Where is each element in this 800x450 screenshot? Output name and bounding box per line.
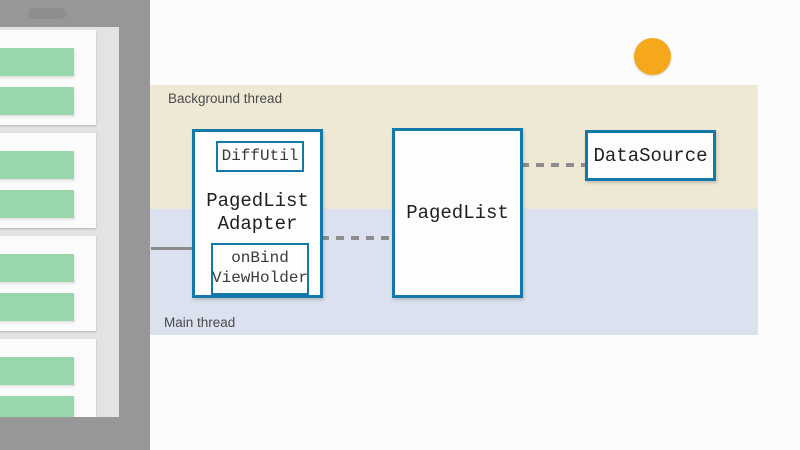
connector-pagedlist-to-datasource	[521, 163, 587, 167]
connector-device-to-adapter	[151, 247, 194, 250]
list-item-row	[0, 87, 74, 115]
node-data-source[interactable]: DataSource	[585, 130, 716, 181]
node-diff-util[interactable]: DiffUtil	[216, 141, 304, 172]
list-item[interactable]	[0, 30, 96, 125]
list-item-row	[0, 254, 74, 282]
accent-dot	[634, 38, 671, 75]
node-on-bind-view-holder[interactable]: onBind ViewHolder	[211, 243, 309, 295]
list-item-row	[0, 396, 74, 417]
main-thread-label: Main thread	[164, 315, 236, 330]
background-thread-label: Background thread	[168, 91, 283, 106]
list-item-row	[0, 357, 74, 385]
connector-adapter-to-pagedlist	[321, 236, 394, 240]
list-item[interactable]	[0, 133, 96, 228]
device-screen	[0, 27, 119, 417]
list-item-row	[0, 48, 74, 76]
device-mockup	[0, 0, 150, 450]
device-speaker-grille	[28, 8, 66, 19]
list-item-row	[0, 151, 74, 179]
node-paged-list-adapter-label: PagedList Adapter	[206, 190, 309, 235]
list-item-row	[0, 190, 74, 218]
list-item[interactable]	[0, 236, 96, 331]
node-paged-list[interactable]: PagedList	[392, 128, 523, 298]
list-item[interactable]	[0, 339, 96, 417]
node-paged-list-adapter[interactable]: DiffUtil PagedList Adapter onBind ViewHo…	[192, 129, 323, 298]
list-item-row	[0, 293, 74, 321]
